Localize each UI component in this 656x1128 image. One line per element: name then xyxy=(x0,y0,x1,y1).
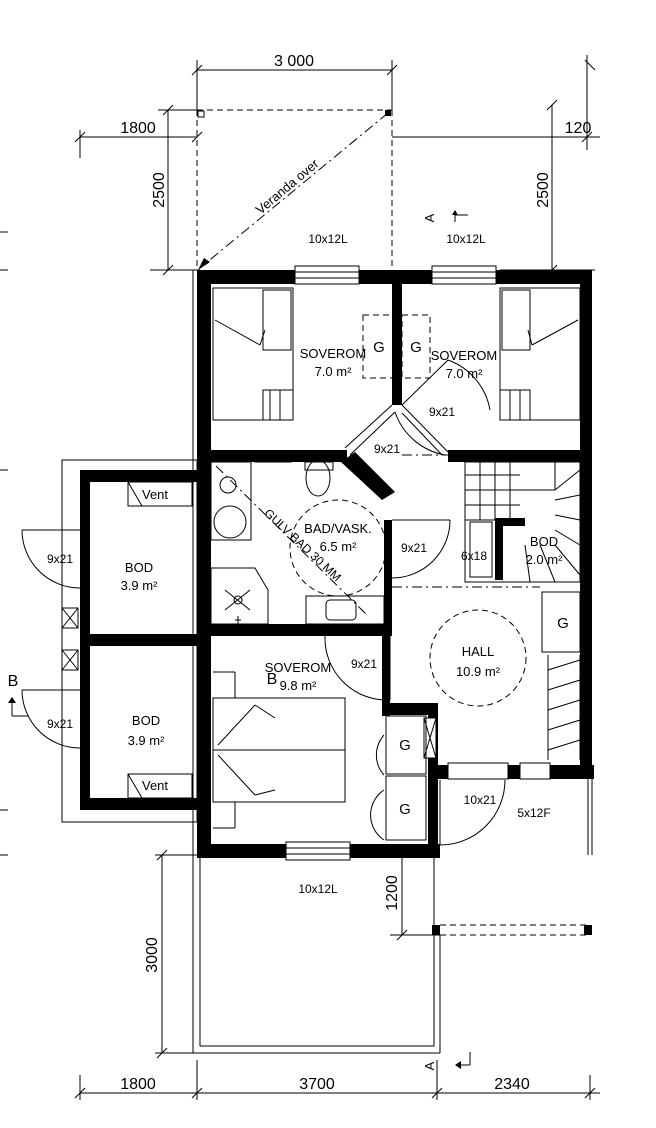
room-labels: SOVEROM 7.0 m² SOVEROM 7.0 m² BAD/VASK. … xyxy=(121,346,564,748)
terrace xyxy=(192,270,593,1054)
dim-veranda-right: 2500 xyxy=(535,172,552,208)
staircase xyxy=(464,461,581,583)
room-bedroom-bottom-name: SOVEROM xyxy=(265,660,331,675)
wardrobe-label: G xyxy=(410,339,422,356)
door-bedroom-right-label: 9x21 xyxy=(429,405,455,419)
door-labels: 9x21 9x21 9x21 6x18 9x21 9x21 9x21 10x21 xyxy=(47,405,497,807)
wardrobe-label: G xyxy=(399,801,411,818)
dim-bottom-right: 2340 xyxy=(494,1076,530,1093)
dim-terrace-depth: 3000 xyxy=(144,937,161,973)
dim-top-right: 120 xyxy=(565,120,592,137)
section-b-inner: B xyxy=(267,671,278,688)
storage-annex-outline xyxy=(61,459,198,823)
svg-text:B: B xyxy=(8,673,19,690)
wardrobe-labels: G G G G G xyxy=(373,339,569,818)
window-top-right-label: 10x12L xyxy=(446,232,486,246)
room-bath-name: BAD/VASK. xyxy=(304,521,372,536)
door-entry-label: 10x21 xyxy=(464,793,497,807)
window-top-left-label: 10x12L xyxy=(308,232,348,246)
dim-entry-depth: 1200 xyxy=(384,875,401,911)
dim-top-left: 1800 xyxy=(120,120,156,137)
vent-top-label: Vent xyxy=(142,487,168,502)
dim-bottom-mid: 3700 xyxy=(299,1076,335,1093)
room-storage-bottom-name: BOD xyxy=(132,713,160,728)
door-bod-top-label: 9x21 xyxy=(47,552,73,566)
windows xyxy=(61,265,551,861)
beds xyxy=(212,287,581,829)
door-bedroom-left-label: 9x21 xyxy=(374,442,400,456)
dim-veranda-left: 2500 xyxy=(151,172,168,208)
window-labels: 10x12L 10x12L 10x12L 5x12F xyxy=(298,232,550,896)
door-swings xyxy=(21,359,506,846)
diagonal-walls xyxy=(341,404,449,500)
room-storage-small-name: BOD xyxy=(530,534,558,549)
dimension-labels: 3 000 1800 120 2500 2500 1800 3700 2340 … xyxy=(120,53,591,1093)
dim-top-width: 3 000 xyxy=(274,53,314,70)
room-hall-area: 10.9 m² xyxy=(456,664,501,679)
room-storage-small-area: 2.0 m² xyxy=(526,552,564,567)
section-mark-a-top: A xyxy=(422,210,468,222)
vent-bottom-label: Vent xyxy=(142,778,168,793)
room-bedroom-right-name: SOVEROM xyxy=(431,348,497,363)
door-bod-bottom-label: 9x21 xyxy=(47,717,73,731)
veranda-label: Veranda over xyxy=(253,156,322,218)
room-bedroom-left-name: SOVEROM xyxy=(300,346,366,361)
dimension-lines xyxy=(0,55,600,1100)
vents: Vent Vent xyxy=(127,481,193,799)
wardrobe-label: G xyxy=(373,339,385,356)
svg-text:A: A xyxy=(422,1061,437,1070)
room-hall-name: HALL xyxy=(462,644,495,659)
section-mark-a-bottom: A xyxy=(422,1052,471,1070)
wardrobes xyxy=(362,314,581,841)
window-entry-side-label: 5x12F xyxy=(517,806,550,820)
door-bath-label: 9x21 xyxy=(401,541,427,555)
section-mark-b: B B xyxy=(8,671,278,717)
dim-bottom-left: 1800 xyxy=(120,1076,156,1093)
wardrobe-label: G xyxy=(557,615,569,632)
room-storage-top-name: BOD xyxy=(125,560,153,575)
wardrobe-label: G xyxy=(399,737,411,754)
room-bedroom-left-area: 7.0 m² xyxy=(315,364,353,379)
window-bottom-label: 10x12L xyxy=(298,882,338,896)
room-bedroom-bottom-area: 9.8 m² xyxy=(280,678,318,693)
svg-text:A: A xyxy=(422,213,437,222)
door-bedroom-bottom-label: 9x21 xyxy=(351,657,377,671)
door-stair-label: 6x18 xyxy=(461,549,487,563)
veranda-outline: Veranda over xyxy=(196,109,393,270)
room-bath-area: 6.5 m² xyxy=(320,539,358,554)
room-storage-top-area: 3.9 m² xyxy=(121,578,159,593)
hall-dash-lines xyxy=(392,454,540,588)
room-storage-bottom-area: 3.9 m² xyxy=(128,733,166,748)
